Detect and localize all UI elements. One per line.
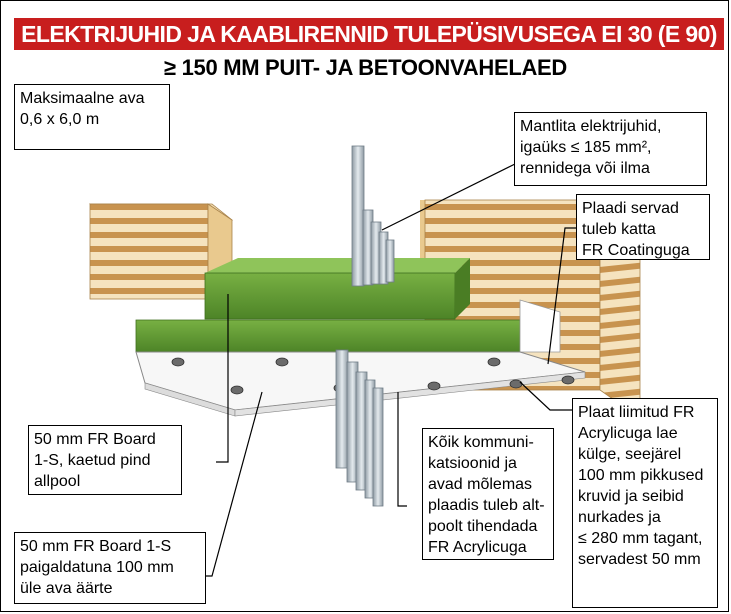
screw-washer xyxy=(275,357,289,367)
screw-washer xyxy=(427,381,441,391)
cable-bundle-upper xyxy=(351,145,395,287)
screw-washer xyxy=(509,379,523,389)
leader-board-coated xyxy=(216,294,229,463)
leader-sealing xyxy=(397,392,407,507)
left-timber-block xyxy=(88,203,234,313)
leader-cables xyxy=(381,163,516,231)
leader-board-install xyxy=(206,391,263,577)
label-plate-edges: Plaadi servad tuleb katta FR Coatinguga xyxy=(576,194,710,260)
subtitle: ≥ 150 MM PUIT- JA BETOONVAHELAED xyxy=(163,55,568,80)
label-max-opening: Maksimaalne ava 0,6 x 6,0 m xyxy=(14,84,170,150)
label-plate-fixing: Plaat liimitud FR Acrylicuga lae külge, … xyxy=(572,398,718,608)
screw-washer xyxy=(230,385,244,395)
screw-washer xyxy=(561,375,575,385)
leader-lines xyxy=(206,163,576,577)
leader-plate-edges xyxy=(547,227,576,365)
screw-washers xyxy=(171,357,575,395)
screw-washer xyxy=(487,357,501,367)
screw-washer xyxy=(171,357,185,367)
label-sealing: Kõik kommuni- katsioonid ja avad mõlemas… xyxy=(422,428,554,560)
cable-bundle-lower xyxy=(335,349,384,507)
leader-plate-fixing xyxy=(519,381,572,411)
fr-board-lower xyxy=(135,319,521,353)
label-board-coated: 50 mm FR Board 1-S, kaetud pind allpool xyxy=(28,425,182,495)
fr-board-upper xyxy=(204,258,470,320)
label-cables: Mantlita elektrijuhid, igaüks ≤ 185 mm²,… xyxy=(514,112,707,186)
title-bar: ELEKTRIJUHID JA KAABLIRENNID TULEPÜSIVUS… xyxy=(14,18,724,50)
label-board-install: 50 mm FR Board 1-S paigaldatuna 100 mm ü… xyxy=(14,532,206,604)
